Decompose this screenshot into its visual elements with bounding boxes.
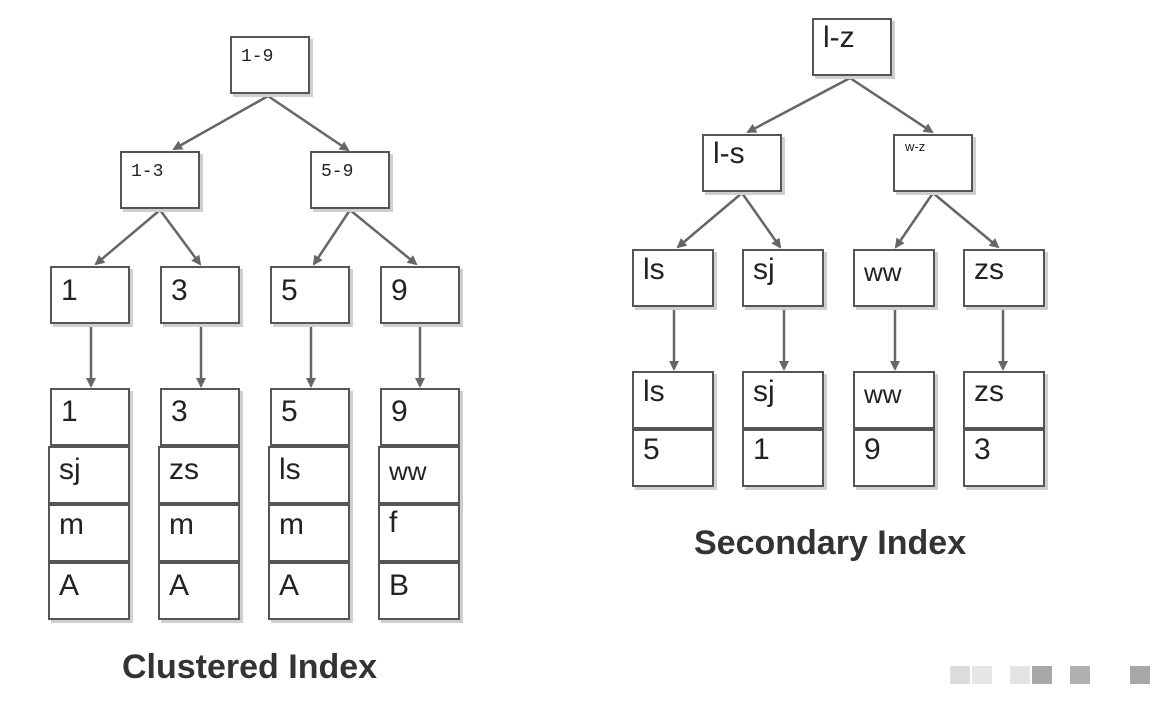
node-label: zs bbox=[974, 253, 1004, 286]
clustered-record-cell: zs bbox=[158, 446, 240, 504]
secondary-leaf-node: ww bbox=[853, 249, 935, 307]
clustered-index-caption: Clustered Index bbox=[122, 648, 378, 686]
secondary-record-cell: 3 bbox=[963, 429, 1045, 487]
node-label: 1 bbox=[61, 274, 78, 307]
edge-c-root-right bbox=[267, 94, 350, 152]
cell-value: 5 bbox=[281, 395, 298, 428]
clustered-record-cell: 1 bbox=[50, 388, 130, 446]
clustered-record-cell: A bbox=[158, 562, 240, 620]
clustered-root-node: 1-9 bbox=[230, 36, 310, 94]
node-label: 1-9 bbox=[241, 47, 274, 67]
node-label: 3 bbox=[171, 274, 188, 307]
secondary-record-cell: sj bbox=[742, 371, 824, 429]
edge-c-root-left bbox=[172, 94, 269, 151]
secondary-record-cell: ls bbox=[632, 371, 714, 429]
clustered-record-cell: A bbox=[48, 562, 130, 620]
cell-value: 3 bbox=[974, 433, 991, 466]
edge-s-left-sj bbox=[740, 192, 782, 249]
cell-value: 5 bbox=[643, 433, 660, 466]
clustered-record-cell: ww bbox=[378, 446, 460, 504]
secondary-record-cell: ww bbox=[853, 371, 935, 429]
edge-c-right-leaf5 bbox=[312, 209, 352, 266]
clustered-record-cell: 3 bbox=[160, 388, 240, 446]
clustered-record-cell: sj bbox=[48, 446, 130, 504]
cell-value: ww bbox=[864, 379, 902, 409]
clustered-leaf-node: 1 bbox=[50, 266, 130, 324]
clustered-record-cell: 5 bbox=[270, 388, 350, 446]
secondary-leaf-node: sj bbox=[742, 249, 824, 307]
clustered-record-cell: m bbox=[158, 504, 240, 562]
node-label: 1-3 bbox=[131, 162, 164, 182]
cell-value: ls bbox=[279, 453, 301, 486]
clustered-leaf-node: 5 bbox=[270, 266, 350, 324]
cell-value: 9 bbox=[864, 433, 881, 466]
cell-value: 1 bbox=[753, 433, 770, 466]
node-label: w-z bbox=[905, 139, 926, 154]
node-label: 9 bbox=[391, 274, 408, 307]
edge-c-right-leaf9 bbox=[349, 209, 418, 266]
clustered-record-cell: m bbox=[48, 504, 130, 562]
secondary-record-cell: 5 bbox=[632, 429, 714, 487]
clustered-record-cell: f bbox=[378, 504, 460, 562]
cell-value: m bbox=[169, 508, 194, 541]
secondary-leaf-node: zs bbox=[963, 249, 1045, 307]
cell-value: 1 bbox=[61, 395, 78, 428]
secondary-right-node: w-z bbox=[893, 134, 973, 192]
cell-value: ls bbox=[643, 375, 665, 408]
clustered-record-cell: B bbox=[378, 562, 460, 620]
clustered-record-cell: A bbox=[268, 562, 350, 620]
cell-value: 9 bbox=[391, 395, 408, 428]
clustered-right-node: 5-9 bbox=[310, 151, 390, 209]
cell-value: A bbox=[279, 569, 300, 602]
secondary-record-cell: 1 bbox=[742, 429, 824, 487]
cell-value: 3 bbox=[171, 395, 188, 428]
pager-square-icon bbox=[1130, 666, 1150, 684]
pager-square-icon bbox=[1010, 666, 1030, 684]
cell-value: B bbox=[389, 569, 410, 602]
edge-c-left-leaf3 bbox=[158, 209, 202, 266]
cell-value: f bbox=[389, 506, 398, 539]
node-label: 5 bbox=[281, 274, 298, 307]
secondary-left-node: l-s bbox=[702, 134, 782, 192]
secondary-root-node: l-z bbox=[812, 18, 892, 76]
node-label: ls bbox=[643, 253, 665, 286]
clustered-record-cell: m bbox=[268, 504, 350, 562]
cell-value: m bbox=[279, 508, 304, 541]
cell-value: m bbox=[59, 508, 84, 541]
cell-value: zs bbox=[169, 453, 199, 486]
clustered-leaf-node: 9 bbox=[380, 266, 460, 324]
edge-s-root-left bbox=[746, 76, 851, 134]
cell-value: A bbox=[169, 569, 190, 602]
edge-s-right-ww bbox=[894, 192, 935, 249]
secondary-record-cell: 9 bbox=[853, 429, 935, 487]
pager-square-icon bbox=[972, 666, 992, 684]
node-label: sj bbox=[753, 253, 775, 286]
clustered-leaf-node: 3 bbox=[160, 266, 240, 324]
secondary-index-caption: Secondary Index bbox=[694, 524, 967, 562]
cell-value: sj bbox=[753, 375, 775, 408]
pager-square-icon bbox=[950, 666, 970, 684]
cell-value: A bbox=[59, 569, 80, 602]
cell-value: sj bbox=[59, 453, 81, 486]
pager-square-icon bbox=[1070, 666, 1090, 684]
node-label: l-s bbox=[713, 137, 745, 170]
node-label: l-z bbox=[823, 21, 855, 54]
edge-s-root-right bbox=[849, 76, 934, 134]
edge-c-left-leaf1 bbox=[94, 209, 161, 266]
pager-square-icon bbox=[1032, 666, 1052, 684]
cell-value: zs bbox=[974, 375, 1004, 408]
secondary-leaf-node: ls bbox=[632, 249, 714, 307]
clustered-record-cell: 9 bbox=[380, 388, 460, 446]
cell-value: ww bbox=[389, 456, 427, 486]
node-label: 5-9 bbox=[321, 162, 354, 182]
node-label: ww bbox=[864, 257, 902, 287]
edge-s-right-zs bbox=[932, 192, 1000, 249]
secondary-record-cell: zs bbox=[963, 371, 1045, 429]
clustered-left-node: 1-3 bbox=[120, 151, 200, 209]
edge-s-left-ls bbox=[676, 192, 743, 249]
clustered-record-cell: ls bbox=[268, 446, 350, 504]
